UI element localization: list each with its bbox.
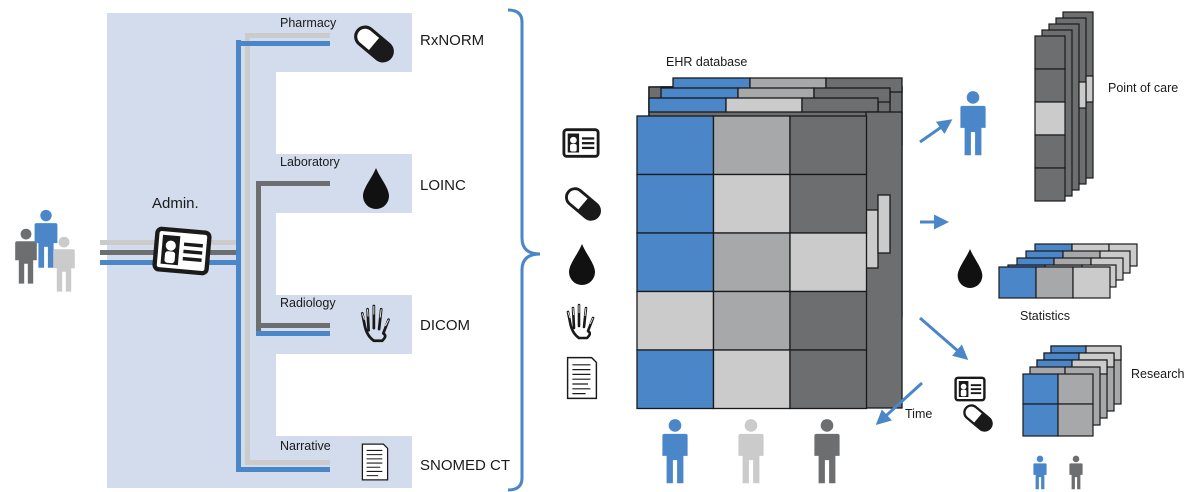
database-cell [712, 290, 791, 351]
category-radiology: Radiology [280, 296, 336, 310]
standard-rxnorm: RxNORM [420, 32, 484, 49]
admin-card-icon [154, 229, 210, 274]
database-cell [636, 115, 715, 176]
research-label: Research [1131, 367, 1185, 381]
research-person-dark-icon [1069, 455, 1083, 490]
database-cell [712, 173, 791, 234]
pill-icon [960, 401, 996, 435]
time-label: Time [905, 407, 932, 421]
document-icon [361, 443, 389, 481]
id-card-icon [562, 128, 600, 158]
category-narrative: Narrative [280, 439, 331, 453]
database-cell [789, 115, 868, 176]
research-person-blue-icon [1033, 455, 1047, 490]
patient-group-icon [15, 209, 75, 292]
data-type-icons [561, 128, 605, 400]
database-cell [712, 232, 791, 293]
database-title: EHR database [666, 55, 747, 69]
point-of-care-person-icon [960, 91, 986, 156]
database-cell [636, 290, 715, 351]
research-stack [1022, 345, 1122, 437]
database-cell [789, 173, 868, 234]
database-cell [636, 173, 715, 234]
blood-drop-icon [957, 249, 983, 288]
brace [507, 8, 541, 492]
id-card-icon [954, 376, 986, 402]
patient-blue-icon [662, 419, 688, 484]
category-laboratory: Laboratory [280, 155, 341, 169]
database-cell [636, 349, 715, 410]
database-cell [636, 232, 715, 293]
database-cell [789, 232, 868, 293]
standard-snomed-ct: SNOMED CT [420, 457, 510, 474]
document-icon [566, 356, 598, 400]
patient-dark-icon [814, 419, 840, 484]
patient-light-icon [738, 419, 764, 484]
standard-loinc: LOINC [420, 177, 466, 194]
point-of-care-stack [1034, 11, 1094, 202]
category-pharmacy: Pharmacy [280, 16, 337, 30]
arrow-to-point-of-care [919, 119, 953, 144]
database-back-strips [648, 77, 903, 409]
statistics-label: Statistics [1020, 309, 1070, 323]
arrow-to-research [919, 316, 969, 360]
statistics-stack [998, 243, 1138, 299]
ehr-database-grid [636, 115, 868, 410]
admin-label: Admin. [152, 195, 199, 212]
database-cell [789, 349, 868, 410]
point-of-care-label: Point of care [1108, 81, 1178, 95]
database-cell [712, 349, 791, 410]
pill-icon [561, 183, 605, 225]
database-cell [789, 290, 868, 351]
standard-dicom: DICOM [420, 317, 470, 334]
database-cell [712, 115, 791, 176]
time-arrow [875, 381, 924, 426]
xray-hand-icon [566, 303, 595, 340]
blood-drop-icon [569, 244, 595, 285]
